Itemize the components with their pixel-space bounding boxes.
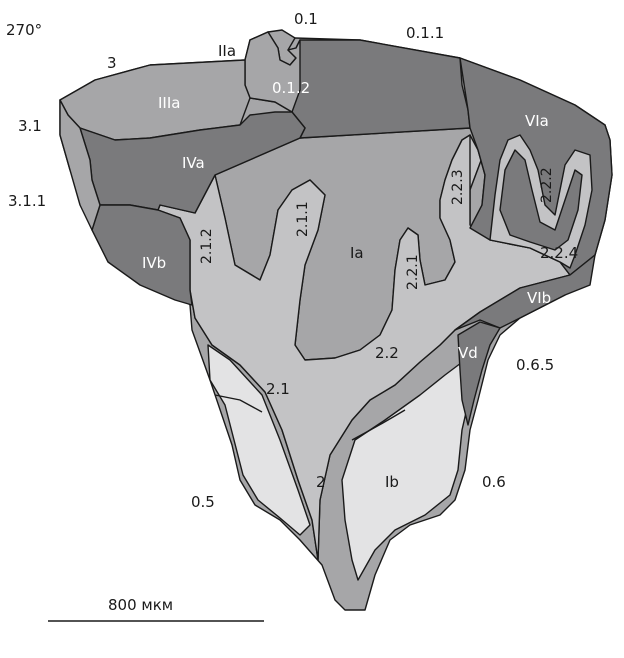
label-IIIa: IIIa (158, 94, 180, 112)
scale-bar-label: 800 мкм (108, 596, 173, 614)
label-0-6: 0.6 (482, 473, 506, 491)
label-0-5: 0.5 (191, 493, 215, 511)
label-0-1-1: 0.1.1 (406, 24, 444, 42)
label-Ib: Ib (385, 473, 399, 491)
label-2-1: 2.1 (266, 380, 290, 398)
label-0-6-5: 0.6.5 (516, 356, 554, 374)
label-0-1-2: 0.1.2 (272, 79, 310, 97)
label-orientation: 270° (6, 21, 42, 39)
label-2-2-4: 2.2.4 (540, 244, 578, 262)
label-2: 2 (316, 473, 326, 491)
label-3: 3 (107, 54, 117, 72)
label-2-2-3: 2.2.3 (450, 169, 466, 205)
label-3-1-1: 3.1.1 (8, 192, 46, 210)
label-2-2-2: 2.2.2 (539, 167, 555, 203)
region-Vd (458, 322, 500, 425)
label-2-1-2: 2.1.2 (199, 228, 215, 264)
label-3-1: 3.1 (18, 117, 42, 135)
label-Ia: Ia (350, 244, 364, 262)
label-VIb: VIb (527, 289, 551, 307)
label-IVb: IVb (142, 254, 166, 272)
label-2-1-1: 2.1.1 (295, 201, 311, 237)
label-0-1: 0.1 (294, 10, 318, 28)
label-2-2-1: 2.2.1 (405, 254, 421, 290)
label-2-2: 2.2 (375, 344, 399, 362)
label-IIa: IIa (218, 42, 236, 60)
label-VIa: VIa (525, 112, 549, 130)
label-Vd: Vd (458, 344, 478, 362)
label-IVa: IVa (182, 154, 205, 172)
